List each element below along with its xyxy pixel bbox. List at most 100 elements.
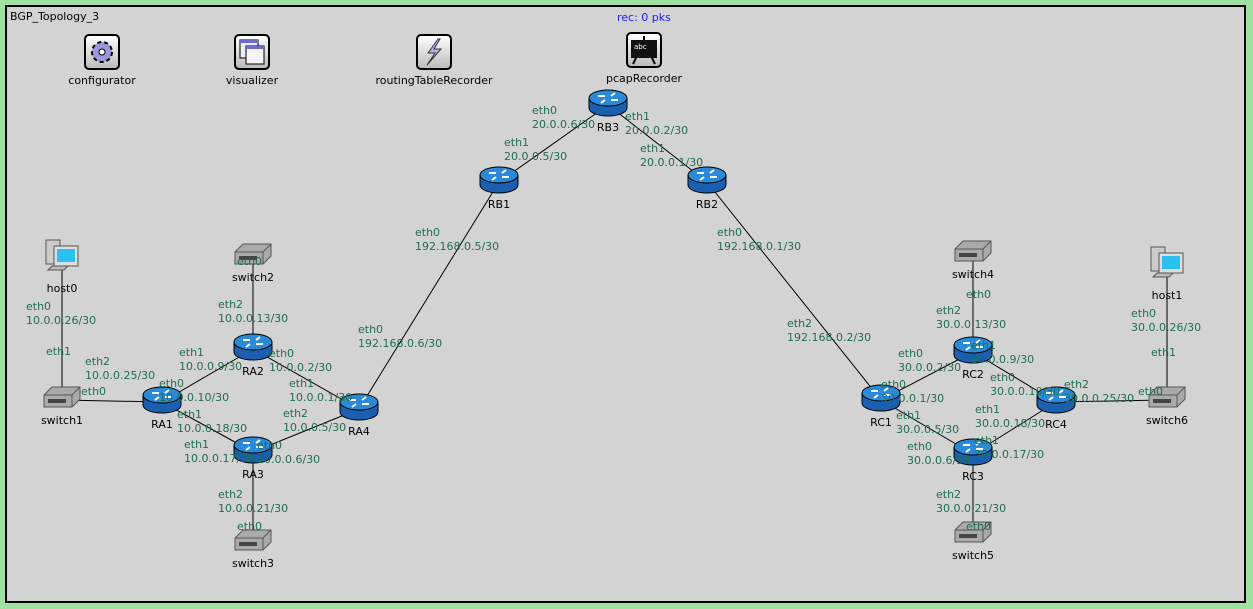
recorder-status: rec: 0 pks [617, 11, 671, 24]
router-icon[interactable] [233, 333, 273, 365]
interface-name: eth0 [237, 255, 263, 268]
switch-icon[interactable] [1147, 385, 1187, 415]
network-title: BGP_Topology_3 [10, 10, 100, 23]
interface-name: eth0 [358, 323, 384, 336]
host-icon[interactable] [1147, 245, 1187, 289]
router-icon[interactable] [479, 166, 519, 198]
interface-label: eth0 [966, 288, 991, 302]
interface-name: eth1 [625, 110, 651, 123]
interface-ip: 10.0.0.13/30 [218, 312, 289, 325]
interface-name: eth1 [971, 339, 997, 352]
router-icon[interactable] [588, 89, 628, 121]
interface-ip: 10.0.0.26/30 [26, 314, 97, 327]
switch-icon[interactable] [233, 242, 273, 272]
link-RB3-RB2[interactable] [607, 104, 708, 183]
interface-name: eth2 [218, 488, 244, 501]
interface-ip: 192.168.0.6/30 [358, 337, 443, 350]
node-label-RA4: RA4 [348, 425, 370, 438]
interface-name: eth0 [237, 520, 263, 533]
node-label-RA2: RA2 [242, 365, 264, 378]
interface-name: eth1 [46, 345, 72, 358]
interface-name: eth1 [177, 408, 203, 421]
interface-ip: 192.168.0.2/30 [787, 331, 872, 344]
node-label-switch3: switch3 [231, 557, 275, 570]
interface-name: eth2 [218, 298, 244, 311]
node-label-switch6: switch6 [1145, 414, 1189, 427]
module-label-routingTableRecorder: routingTableRecorder [375, 74, 493, 87]
link-RB1-RB3[interactable] [498, 104, 609, 183]
blackboard-icon[interactable]: abc [626, 32, 662, 68]
router-icon[interactable] [1036, 386, 1076, 418]
interface-ip: 20.0.0.5/30 [504, 150, 568, 163]
link-RA4-RB1[interactable] [358, 181, 500, 410]
lightning-icon[interactable] [416, 34, 452, 70]
switch-icon[interactable] [233, 528, 273, 558]
interface-ip: 10.0.0.10/30 [159, 391, 230, 404]
router-icon[interactable] [142, 386, 182, 418]
interface-ip: 10.0.0.25/30 [85, 369, 156, 382]
node-label-RA3: RA3 [242, 468, 264, 481]
interface-name: eth1 [975, 403, 1001, 416]
router-icon[interactable] [339, 393, 379, 425]
interface-name: eth0 [269, 347, 295, 360]
node-label-RB2: RB2 [695, 198, 719, 211]
interface-name: eth0 [81, 385, 107, 398]
interface-ip: 30.0.0.18/30 [975, 417, 1046, 430]
router-icon[interactable] [953, 336, 993, 368]
router-icon[interactable] [953, 438, 993, 470]
interface-ip: 10.0.0.21/30 [218, 502, 289, 515]
interface-ip: 30.0.0.10/30 [990, 385, 1061, 398]
interface-label: eth0 [237, 520, 262, 534]
interface-ip: 10.0.0.17/30 [184, 452, 255, 465]
interface-ip: 10.0.0.1/30 [289, 391, 353, 404]
router-icon[interactable] [861, 384, 901, 416]
switch-icon[interactable] [42, 385, 82, 415]
node-label-switch4: switch4 [951, 268, 995, 281]
interface-name: eth0 [898, 347, 924, 360]
windows-icon[interactable] [234, 34, 270, 70]
interface-ip: 30.0.0.13/30 [936, 318, 1007, 331]
link-RB2-RC1[interactable] [706, 181, 882, 401]
interface-name: eth1 [974, 434, 1000, 447]
interface-ip: 20.0.0.1/30 [640, 156, 704, 169]
node-label-RB3: RB3 [596, 121, 620, 134]
node-label-RC1: RC1 [870, 416, 892, 429]
gear-icon[interactable] [84, 34, 120, 70]
interface-name: eth1 [184, 438, 210, 451]
interface-name: eth1 [289, 377, 315, 390]
interface-ip: 30.0.0.17/30 [974, 448, 1045, 461]
router-icon[interactable] [233, 436, 273, 468]
interface-ip: 30.0.0.6/30 [907, 454, 971, 467]
interface-name: eth0 [532, 104, 558, 117]
switch-icon[interactable] [953, 239, 993, 269]
interface-name: eth2 [1064, 378, 1090, 391]
interface-name: eth1 [640, 142, 666, 155]
interface-name: eth2 [787, 317, 813, 330]
interface-label: eth0 [81, 385, 106, 399]
interface-name: eth0 [881, 378, 907, 391]
node-label-switch2: switch2 [231, 271, 275, 284]
interface-name: eth2 [936, 304, 962, 317]
interface-ip: 30.0.0.26/30 [1131, 321, 1202, 334]
switch-icon[interactable] [953, 520, 993, 550]
module-label-visualizer: visualizer [225, 74, 279, 87]
host-icon[interactable] [42, 238, 82, 282]
router-icon[interactable] [687, 166, 727, 198]
interface-name: eth0 [966, 288, 992, 301]
